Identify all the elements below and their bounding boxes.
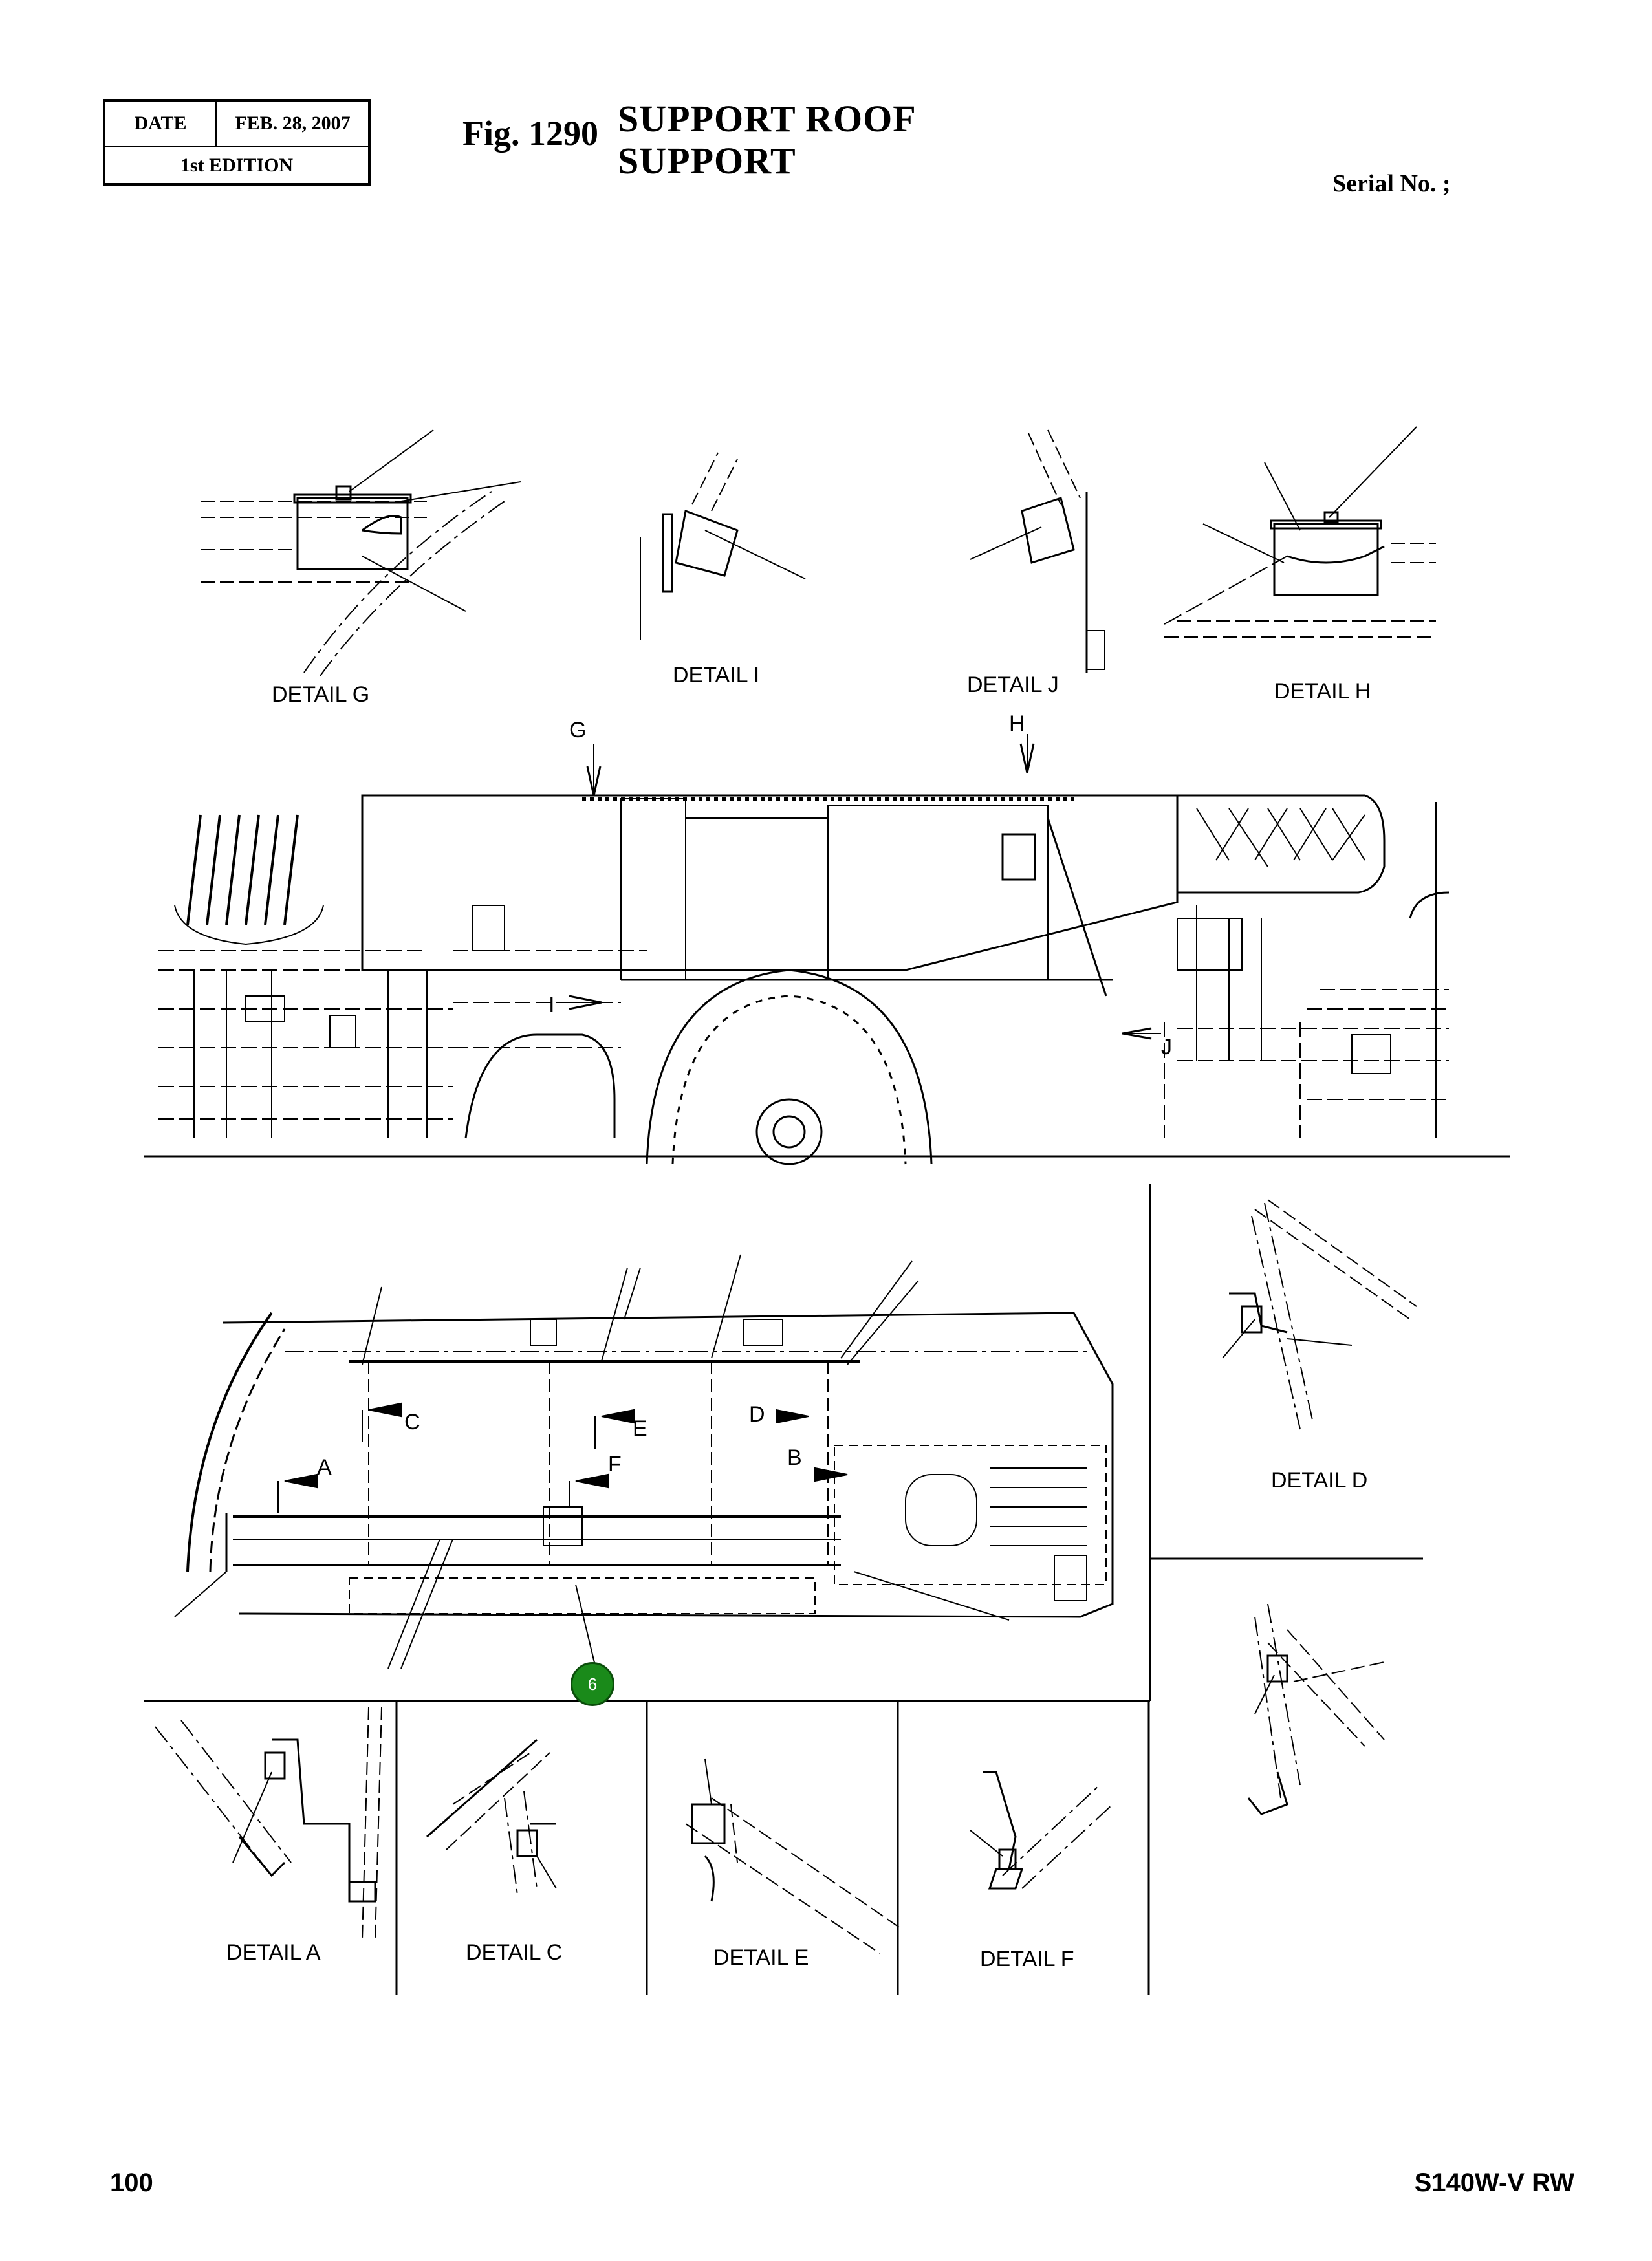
callout-e: E [633, 1416, 647, 1441]
callout-h: H [1009, 711, 1025, 736]
callout-g: G [569, 718, 587, 742]
callout-c: C [404, 1410, 420, 1434]
top-view-drawing [174, 1254, 1114, 1669]
figure-number: Fig. 1290 [462, 114, 598, 153]
detail-a-label: DETAIL A [226, 1940, 321, 1965]
edition-label: 1st EDITION [180, 154, 294, 176]
figure-title-line1: SUPPORT ROOF [618, 98, 917, 140]
callout-j: J [1161, 1035, 1172, 1059]
date-label: DATE [105, 102, 217, 146]
detail-e-label: DETAIL E [713, 1945, 809, 1970]
detail-f-drawing [970, 1771, 1113, 1890]
detail-g-drawing [201, 429, 521, 676]
serial-number: Serial No. ; [1332, 170, 1451, 197]
detail-e-drawing [685, 1758, 900, 1954]
page-number: 100 [110, 2169, 153, 2197]
number-marker: 6 [571, 1662, 614, 1706]
callout-d: D [749, 1402, 765, 1427]
detail-i-label: DETAIL I [673, 663, 760, 687]
detail-c-drawing [426, 1738, 557, 1896]
side-view-drawing [158, 734, 1450, 1165]
detail-i-drawing [640, 452, 806, 640]
detail-d-drawing [1222, 1199, 1417, 1430]
detail-a-drawing [155, 1707, 382, 1941]
date-value: FEB. 28, 2007 [235, 113, 351, 134]
callout-b: B [787, 1445, 802, 1470]
date-edition-box: DATE FEB. 28, 2007 1st EDITION [103, 99, 371, 186]
detail-c-label: DETAIL C [466, 1940, 563, 1965]
figure-title-line2: SUPPORT [618, 140, 796, 182]
detail-g-label: DETAIL G [272, 682, 370, 707]
callout-a: A [317, 1455, 332, 1480]
callout-f: F [608, 1452, 622, 1477]
detail-lower-right-drawing [1247, 1603, 1385, 1815]
detail-j-label: DETAIL J [967, 673, 1059, 697]
detail-h-label: DETAIL H [1274, 679, 1371, 704]
callout-i: I [549, 993, 555, 1017]
detail-j-drawing [970, 429, 1105, 673]
detail-f-label: DETAIL F [980, 1947, 1074, 1971]
detail-h-drawing [1164, 426, 1436, 638]
detail-d-label: DETAIL D [1271, 1468, 1368, 1493]
model-name: S140W-V RW [1414, 2169, 1574, 2197]
